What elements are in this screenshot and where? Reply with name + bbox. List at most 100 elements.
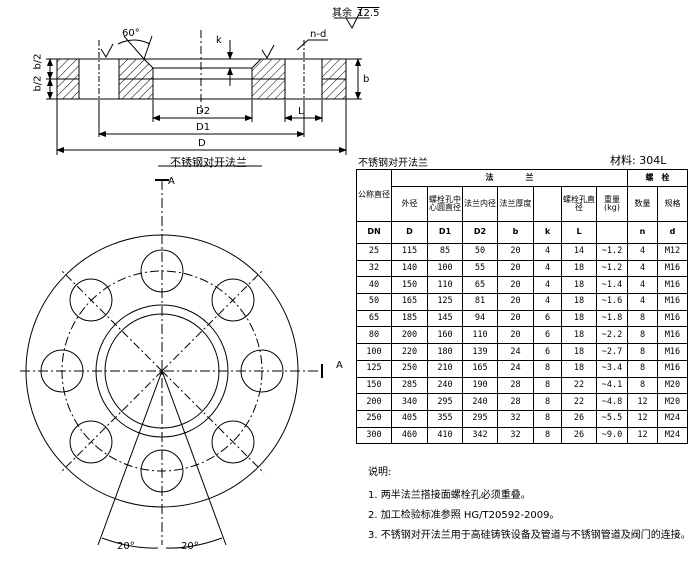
table-cell: 80 [356,326,392,345]
section-view [46,30,362,155]
sym-cell: D [391,221,428,244]
table-cell: M20 [657,393,688,411]
header-bolt-group: 螺 栓 [627,169,688,187]
section-caption: 不锈钢对开法兰 [170,156,247,169]
table-cell: 22 [561,393,597,411]
table-cell: 139 [462,343,498,361]
table-cell: 125 [427,293,463,311]
table-cell: 40 [356,276,392,295]
table-cell: M12 [657,243,688,261]
header-dn: 公称直径 [356,169,392,222]
table-cell: 12 [627,393,658,411]
material-label: 材料: 304L [610,154,667,167]
table-title: 不锈钢对开法兰 [358,158,428,169]
table-cell: 110 [462,326,498,345]
table-cell: 24 [497,359,534,378]
sym-cell [596,221,628,244]
sym-cell: b [497,221,534,244]
table-cell: 8 [533,376,562,395]
section-mark-right: A [336,360,343,371]
table-cell: 100 [427,259,463,278]
header-D2: 法兰内径 [462,186,498,222]
table-cell: 8 [627,309,658,328]
table-cell: 145 [427,309,463,328]
note-item: 2. 加工检验标准参照 HG/T20592-2009。 [368,510,560,521]
table-cell: M16 [657,293,688,311]
table-cell: 24 [497,343,534,361]
table-cell: 150 [356,376,392,395]
sym-cell: d [657,221,688,244]
header-weight: 重量(kg) [596,186,628,222]
n-d-label: n-d [310,29,327,40]
notes-heading: 说明: [368,467,392,478]
b-half-bottom-label: b/2 [32,75,44,92]
D-label: D [198,138,206,149]
table-cell: 85 [427,243,463,261]
header-D: 外径 [391,186,428,222]
table-cell: 210 [427,359,463,378]
table-cell: 115 [391,243,428,261]
b-half-top-label: b/2 [32,53,44,70]
table-cell: 165 [462,359,498,378]
spec-table: 公称直径 法 兰 螺 栓 外径 螺栓孔中心圆直径 法兰内径 法兰厚度 螺栓孔直径… [356,169,688,445]
table-cell: 8 [533,359,562,378]
sym-cell: D2 [462,221,498,244]
header-D1: 螺栓孔中心圆直径 [427,186,463,222]
table-cell: 4 [533,276,562,295]
table-cell: 150 [391,276,428,295]
table-cell: 355 [427,409,463,428]
table-cell: 14 [561,243,597,261]
table-cell: 405 [391,409,428,428]
table-cell: 250 [356,409,392,428]
table-cell: ~5.5 [596,409,628,428]
note-item: 1. 两半法兰搭接面螺栓孔必须重叠。 [368,490,531,501]
table-cell: 4 [533,259,562,278]
b-label: b [363,74,370,85]
table-cell: M16 [657,259,688,278]
table-cell: 340 [391,393,428,411]
table-cell: 20 [497,243,534,261]
section-mark-top: A [168,176,175,187]
bevel-angle-label: 60° [122,28,140,39]
table-cell: 4 [533,293,562,311]
plan-view [20,179,325,549]
table-cell: 18 [561,343,597,361]
table-cell: ~1.2 [596,243,628,261]
table-cell: 65 [462,276,498,295]
table-cell: 4 [627,293,658,311]
table-cell: ~1.6 [596,293,628,311]
table-cell: 8 [627,359,658,378]
angle-left-label: 20° [117,541,135,552]
table-cell: M16 [657,359,688,378]
table-cell: ~1.2 [596,259,628,278]
table-cell: 18 [561,309,597,328]
table-cell: 20 [497,309,534,328]
table-cell: 32 [356,259,392,278]
table-cell: 28 [497,393,534,411]
table-cell: 165 [391,293,428,311]
D2-label: D2 [196,106,211,117]
header-n: 数量 [627,186,658,222]
table-cell: 8 [533,393,562,411]
table-cell: 295 [462,409,498,428]
table-cell: 240 [462,393,498,411]
roughness-value: 12.5 [357,8,380,19]
roughness-text: 其余 [332,8,352,19]
table-cell: 4 [627,259,658,278]
table-cell: 22 [561,376,597,395]
table-cell: 460 [391,426,428,445]
table-cell: 140 [391,259,428,278]
table-cell: 250 [391,359,428,378]
table-cell: M16 [657,326,688,345]
table-cell: M16 [657,343,688,361]
table-cell: 18 [561,326,597,345]
table-cell: 285 [391,376,428,395]
table-cell: 50 [462,243,498,261]
sym-cell: DN [356,221,392,244]
